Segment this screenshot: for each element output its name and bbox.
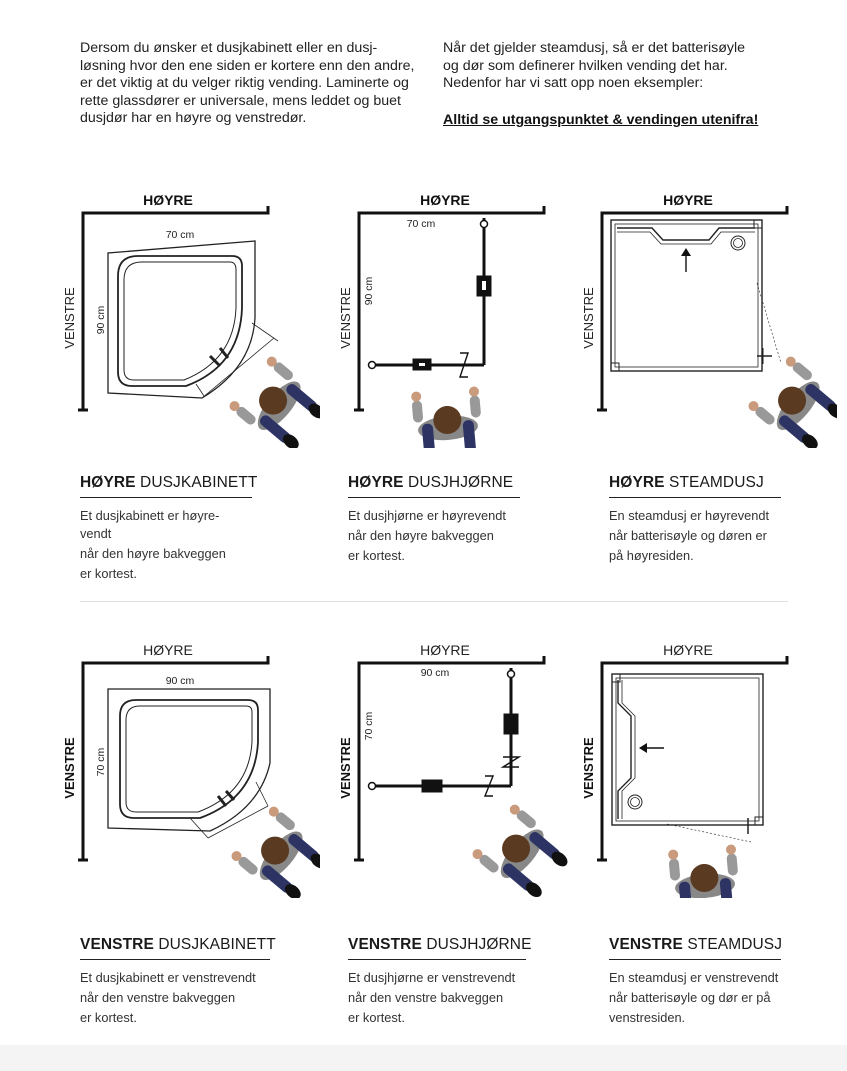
wall-label-top: HØYRE: [420, 192, 470, 208]
shower-corner-glass: [367, 668, 522, 797]
wall-label-side: VENSTRE: [62, 287, 77, 349]
wall-lines: [597, 206, 789, 412]
wall-label-top: HØYRE: [420, 642, 470, 658]
intro-left: Dersom du ønsker et dusjkabinett eller e…: [80, 40, 430, 128]
diagram-right-shower-cabin: HØYRE VENSTRE 70 cm 90 cm: [60, 188, 320, 448]
dimension-label-depth: 90 cm: [95, 305, 107, 334]
person-icon: [748, 356, 837, 448]
wall-lines: [597, 656, 789, 862]
shower-cabin-quadrant: [107, 688, 271, 839]
intro-left-line: er det viktig at du velger riktig vendin…: [80, 75, 409, 92]
dimension-label-depth: 70 cm: [363, 711, 375, 740]
dimension-label-depth: 70 cm: [95, 747, 107, 776]
intro-left-line: Dersom du ønsker et dusjkabinett eller e…: [80, 40, 378, 56]
card-title: VENSTRE DUSJKABINETT: [80, 936, 276, 960]
intro-left-line: dusjdør har en høyre og venstredør.: [80, 110, 307, 127]
intro-left-line: løsning hvor den ene siden er kortere en…: [80, 57, 415, 74]
card-title: HØYRE DUSJKABINETT: [80, 474, 257, 498]
intro-right-line: og dør som definerer hvilken vending det…: [443, 57, 728, 74]
card-title: HØYRE DUSJHJØRNE: [348, 474, 520, 498]
wall-label-side: VENSTRE: [581, 287, 596, 349]
wall-lines: [78, 656, 270, 862]
wall-label-side: VENSTRE: [62, 737, 77, 799]
person-icon: [668, 844, 738, 898]
card-title: HØYRE STEAMDUSJ: [609, 474, 781, 498]
diagram-right-steam-shower: HØYRE VENSTRE: [577, 188, 837, 448]
person-icon: [472, 804, 568, 897]
wall-lines: [354, 656, 546, 862]
card-title: VENSTRE DUSJHJØRNE: [348, 936, 531, 960]
wall-label-side: VENSTRE: [338, 737, 353, 799]
intro-right-line: Nedenfor har vi satt opp noen eksempler:: [443, 75, 704, 92]
shower-corner-glass: [367, 218, 492, 378]
card-left-shower-corner: VENSTRE DUSJHJØRNE Et dusjhjørne er vens…: [348, 936, 578, 1028]
intro-right-line: Når det gjelder steamdusj, så er det bat…: [443, 40, 746, 56]
wall-lines: [354, 206, 546, 412]
diagram-right-shower-corner-svg: HØYRE VENSTRE 70 cm 90 cm: [338, 192, 546, 448]
person-icon: [229, 356, 320, 448]
person-icon: [231, 806, 320, 898]
diagram-left-steam-shower-svg: HØYRE VENSTRE: [581, 642, 789, 898]
diagram-left-shower-cabin-svg: HØYRE VENSTRE 90 cm 70 cm: [62, 642, 320, 898]
dimension-label-depth: 90 cm: [363, 276, 375, 305]
person-icon: [411, 386, 481, 448]
intro-left-line: rette glassdører er universale, mens led…: [80, 92, 401, 109]
steam-shower-unit: [611, 673, 764, 843]
dimension-label-width: 90 cm: [166, 675, 195, 687]
diagram-right-shower-corner: HØYRE VENSTRE 70 cm 90 cm: [335, 188, 595, 448]
wall-lines: [78, 206, 270, 412]
wall-label-side: VENSTRE: [338, 287, 353, 349]
diagram-left-shower-corner: HØYRE VENSTRE 90 cm 70 cm: [335, 638, 595, 898]
wall-label-top: HØYRE: [663, 642, 713, 658]
wall-label-top: HØYRE: [663, 192, 713, 208]
card-right-steam-shower: HØYRE STEAMDUSJ En steamdusj er høyreven…: [609, 474, 839, 566]
card-right-shower-corner: HØYRE DUSJHJØRNE Et dusjhjørne er høyrev…: [348, 474, 578, 566]
dimension-label-width: 70 cm: [166, 229, 195, 241]
diagram-left-steam-shower: HØYRE VENSTRE: [577, 638, 837, 898]
diagram-left-shower-corner-svg: HØYRE VENSTRE 90 cm 70 cm: [338, 642, 568, 897]
wall-label-side: VENSTRE: [581, 737, 596, 799]
dimension-label-width: 90 cm: [421, 667, 450, 679]
wall-label-top: HØYRE: [143, 642, 193, 658]
shower-cabin-quadrant: [107, 240, 279, 399]
diagram-right-shower-cabin-svg: HØYRE VENSTRE 70 cm 90 cm: [62, 192, 320, 448]
diagram-right-steam-shower-svg: HØYRE VENSTRE: [581, 192, 837, 448]
card-title: VENSTRE STEAMDUSJ: [609, 936, 782, 960]
page-bottom-band: [0, 1045, 847, 1071]
card-right-shower-cabin: HØYRE DUSJKABINETT Et dusjkabinett er hø…: [80, 474, 310, 584]
steam-shower-unit: [610, 219, 782, 372]
section-divider: [80, 601, 788, 602]
card-left-steam-shower: VENSTRE STEAMDUSJ En steamdusj er venstr…: [609, 936, 839, 1028]
intro-right: Når det gjelder steamdusj, så er det bat…: [443, 40, 783, 93]
dimension-label-width: 70 cm: [407, 218, 436, 230]
card-left-shower-cabin: VENSTRE DUSJKABINETT Et dusjkabinett er …: [80, 936, 310, 1028]
wall-label-top: HØYRE: [143, 192, 193, 208]
diagram-left-shower-cabin: HØYRE VENSTRE 90 cm 70 cm: [60, 638, 320, 898]
orientation-warning: Alltid se utgangspunktet & vendingen ute…: [443, 112, 759, 128]
